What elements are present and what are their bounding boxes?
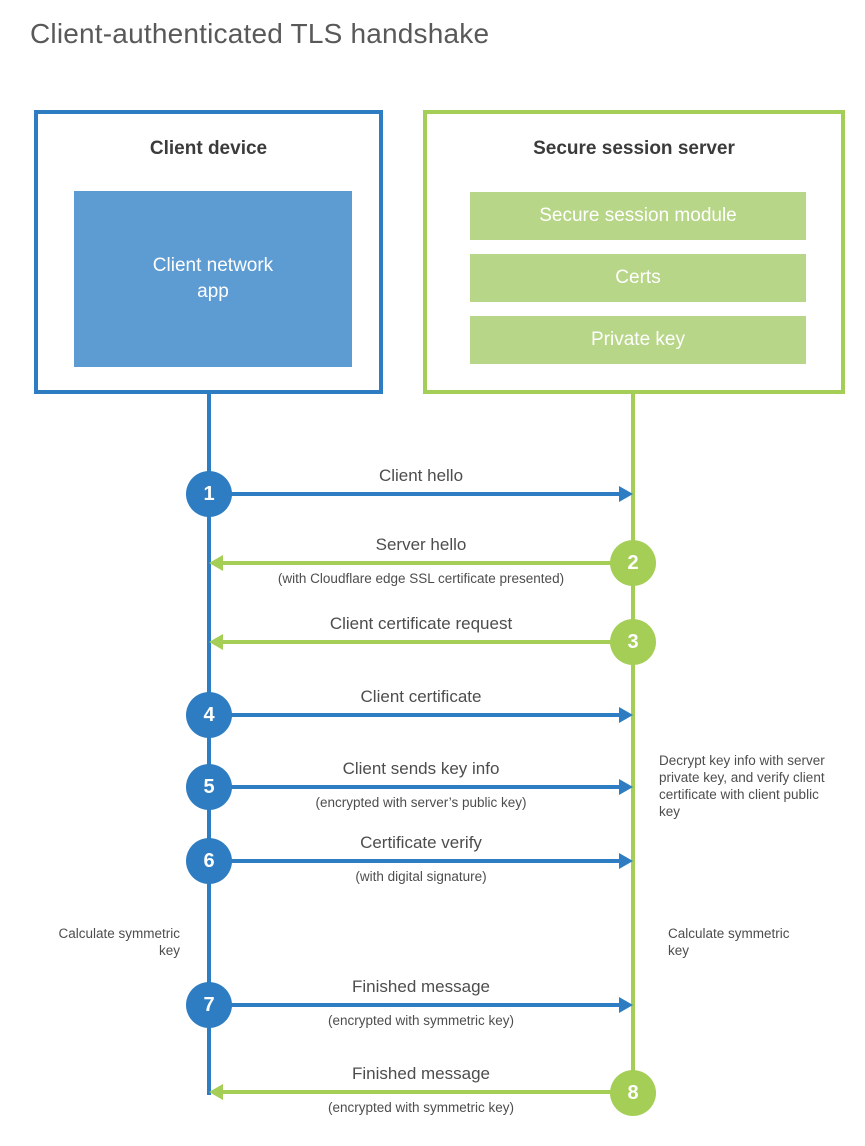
arrow-shaft: [219, 640, 633, 644]
server-module-secure-session: Secure session module: [470, 192, 806, 240]
arrow-step-2: [209, 555, 633, 571]
step-3-badge: 3: [610, 619, 656, 665]
step-6-label: Certificate verify: [360, 833, 482, 852]
calculate-symmetric-key-left: Calculate symmetric key: [58, 926, 180, 958]
arrow-shaft: [219, 561, 633, 565]
step-1-label: Client hello: [378, 466, 464, 485]
step-5-badge: 5: [186, 764, 232, 810]
step-4-label: Client certificate: [360, 687, 482, 706]
client-lifeline: [207, 393, 211, 1095]
client-network-app-label: Client network app: [152, 255, 274, 302]
secure-session-server-box: Secure session server Secure session mod…: [423, 110, 845, 394]
client-device-box: Client device Client network app: [34, 110, 383, 394]
step-4-badge: 4: [186, 692, 232, 738]
step-7-label: Finished message: [352, 977, 490, 996]
decrypt-key-note: Decrypt key info with server private key…: [659, 753, 825, 819]
arrowhead-right-icon: [619, 707, 633, 723]
arrow-shaft: [219, 1090, 633, 1094]
step-7-badge: 7: [186, 982, 232, 1028]
step-6-badge: 6: [186, 838, 232, 884]
arrow-step-4: [209, 707, 633, 723]
arrowhead-right-icon: [619, 486, 633, 502]
arrow-step-6: [209, 853, 633, 869]
arrowhead-right-icon: [619, 853, 633, 869]
client-device-title: Client device: [149, 138, 268, 159]
step-3-label: Client certificate request: [329, 614, 513, 633]
page-title: Client-authenticated TLS handshake: [30, 18, 490, 49]
arrow-shaft: [209, 859, 623, 863]
step-5-label: Client sends key info: [342, 759, 500, 778]
arrow-shaft: [209, 713, 623, 717]
arrowhead-left-icon: [209, 1084, 223, 1100]
step-2-label: Server hello: [375, 535, 467, 554]
step-8-badge: 8: [610, 1070, 656, 1116]
step-2-badge: 2: [610, 540, 656, 586]
arrowhead-right-icon: [619, 779, 633, 795]
arrow-step-8: [209, 1084, 633, 1100]
arrow-shaft: [209, 785, 623, 789]
arrowhead-left-icon: [209, 634, 223, 650]
arrow-step-7: [209, 997, 633, 1013]
step-8-sublabel: (encrypted with symmetric key): [327, 1100, 515, 1115]
arrow-shaft: [209, 492, 623, 496]
step-5-sublabel: (encrypted with server’s public key): [315, 795, 527, 810]
step-2-sublabel: (with Cloudflare edge SSL certificate pr…: [277, 571, 565, 586]
arrowhead-left-icon: [209, 555, 223, 571]
step-6-sublabel: (with digital signature): [355, 869, 487, 884]
arrowhead-right-icon: [619, 997, 633, 1013]
secure-session-server-title: Secure session server: [533, 138, 735, 159]
arrow-shaft: [209, 1003, 623, 1007]
step-8-label: Finished message: [352, 1064, 490, 1083]
client-network-app-box: Client network app: [74, 191, 352, 367]
server-lifeline: [631, 393, 635, 1093]
arrow-step-3: [209, 634, 633, 650]
arrow-step-1: [209, 486, 633, 502]
step-1-badge: 1: [186, 471, 232, 517]
step-7-sublabel: (encrypted with symmetric key): [327, 1013, 515, 1028]
server-module-certs: Certs: [470, 254, 806, 302]
arrow-step-5: [209, 779, 633, 795]
calculate-symmetric-key-right: Calculate symmetric key: [668, 926, 790, 958]
server-module-private-key: Private key: [470, 316, 806, 364]
